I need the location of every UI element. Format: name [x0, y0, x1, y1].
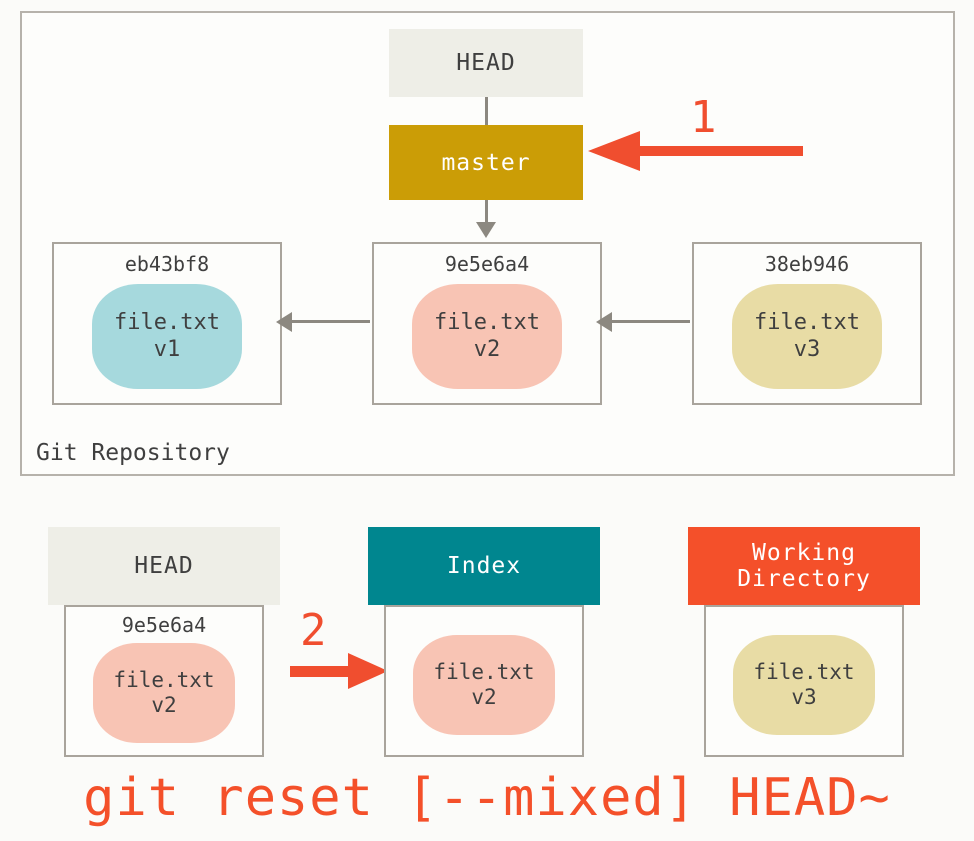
commit3-to-commit2-arrowhead-icon	[596, 312, 612, 332]
step-1-arrow-shaft-icon	[638, 146, 803, 156]
master-branch-box: master	[389, 125, 583, 200]
commit-blob-v1: file.txt v1	[92, 284, 242, 389]
head-to-master-connector	[485, 97, 488, 125]
blob-version: v2	[151, 693, 177, 717]
index-tree-blob: file.txt v2	[413, 635, 555, 735]
head-ref-label: HEAD	[456, 50, 516, 76]
head-tree-hash: 9e5e6a4	[121, 613, 207, 637]
step-2-arrow-shaft-icon	[290, 666, 354, 677]
head-tree-title: HEAD	[134, 552, 194, 579]
commit-box-38eb946: 38eb946 file.txt v3	[692, 242, 922, 405]
commit-hash: 9e5e6a4	[444, 252, 530, 276]
step-1-number: 1	[690, 92, 717, 143]
commit-blob-v2: file.txt v2	[412, 284, 562, 389]
head-tree-box: 9e5e6a4 file.txt v2	[64, 605, 264, 757]
commit2-to-commit1-arrowhead-icon	[276, 312, 292, 332]
command-caption: git reset [--mixed] HEAD~	[83, 768, 891, 828]
blob-filename: file.txt	[433, 659, 535, 684]
index-tree-title: Index	[446, 552, 522, 579]
step-2-number: 2	[300, 605, 327, 656]
head-ref-box: HEAD	[389, 29, 583, 97]
commit-hash: eb43bf8	[124, 252, 210, 276]
commit3-to-commit2-line	[610, 320, 690, 323]
commit-box-eb43bf8: eb43bf8 file.txt v1	[52, 242, 282, 405]
blob-version: v1	[153, 336, 181, 362]
step-2-arrow-head-icon	[348, 653, 388, 689]
index-tree-header: Index	[368, 527, 600, 605]
blob-filename: file.txt	[113, 667, 215, 692]
blob-version: v3	[791, 685, 817, 709]
working-directory-blob: file.txt v3	[733, 635, 875, 735]
head-tree-blob: file.txt v2	[93, 643, 235, 743]
master-to-commit-connector	[485, 200, 488, 228]
commit-hash: 38eb946	[764, 252, 850, 276]
commit-box-9e5e6a4: 9e5e6a4 file.txt v2	[372, 242, 602, 405]
commit2-to-commit1-line	[290, 320, 370, 323]
blob-version: v2	[471, 685, 497, 709]
working-directory-title-line1: Working	[752, 539, 856, 566]
index-tree-box: file.txt v2	[384, 605, 584, 757]
blob-filename: file.txt	[434, 310, 540, 336]
git-repository-label: Git Repository	[36, 440, 230, 466]
head-tree-header: HEAD	[48, 527, 280, 605]
commit-blob-v3: file.txt v3	[732, 284, 882, 389]
blob-version: v3	[793, 336, 821, 362]
master-to-commit-arrowhead-icon	[476, 222, 496, 238]
blob-version: v2	[473, 336, 501, 362]
step-1-arrow-head-icon	[588, 131, 640, 171]
blob-filename: file.txt	[114, 310, 220, 336]
working-directory-title-line2: Directory	[737, 566, 871, 592]
blob-filename: file.txt	[753, 659, 855, 684]
master-branch-label: master	[441, 149, 531, 176]
blob-filename: file.txt	[754, 310, 860, 336]
working-directory-header: Working Directory	[688, 527, 920, 605]
working-directory-box: file.txt v3	[704, 605, 904, 757]
